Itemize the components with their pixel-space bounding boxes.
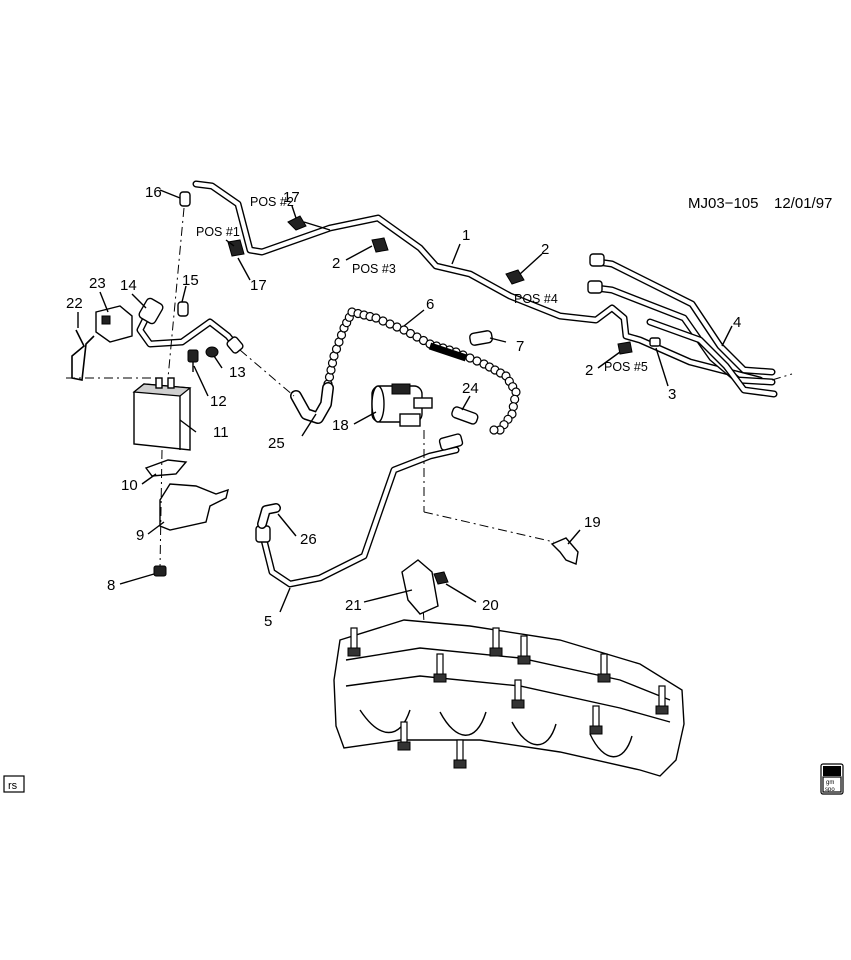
callout-24: 24 [462, 380, 479, 397]
callout-3: 3 [668, 386, 676, 403]
check-valve [187, 349, 199, 372]
purge-hose [136, 297, 244, 354]
gm-spo-logo: gm spo [820, 763, 844, 795]
callout-8: 8 [107, 577, 115, 594]
callout-18: 18 [332, 417, 349, 434]
vapor-pipe-assembly [192, 180, 764, 384]
callout-2: 2 [585, 362, 593, 379]
clip [227, 239, 245, 257]
diagram-date: 12/01/97 [774, 195, 832, 212]
callout-4: 4 [733, 314, 741, 331]
svg-text:spo: spo [825, 787, 835, 793]
control-module [95, 305, 133, 343]
callout-5: 5 [264, 613, 272, 630]
callout-11: 11 [213, 424, 229, 441]
callout-26: 26 [300, 531, 317, 548]
seal [205, 346, 219, 358]
bolt [153, 449, 167, 577]
callout-17: 17 [283, 189, 300, 206]
nut [433, 571, 449, 585]
position-labels: POS #1 POS #2 POS #3 POS #4 POS #5 [196, 195, 648, 374]
vacuum-hose [255, 433, 464, 588]
vacuum-tee [469, 330, 493, 346]
pos-label-5: POS #5 [604, 360, 648, 374]
solenoid-bracket [401, 559, 439, 615]
clip [287, 215, 307, 231]
pos-label-1: POS #1 [196, 225, 240, 239]
clip [177, 301, 189, 317]
callout-2: 2 [541, 241, 549, 258]
fuel-pipe-bundle [587, 253, 793, 398]
callout-15: 15 [182, 272, 199, 289]
callout-13: 13 [229, 364, 246, 381]
pipe-end-fitting [589, 253, 605, 267]
clip [617, 341, 633, 355]
callout-14: 14 [120, 277, 137, 294]
callout-10: 10 [121, 477, 138, 494]
canister-bracket [144, 459, 188, 477]
pos-label-4: POS #4 [514, 292, 558, 306]
callout-16: 16 [145, 184, 162, 201]
callout-25: 25 [268, 435, 285, 452]
pipe-fitting [649, 337, 661, 347]
clip [505, 269, 525, 285]
callout-17: 17 [250, 277, 267, 294]
callout-7: 7 [516, 338, 524, 355]
hose-clamp [550, 537, 579, 565]
corner-label-box: rs [3, 775, 25, 793]
canister-mount-bracket [159, 483, 229, 531]
callout-19: 19 [584, 514, 601, 531]
evap-canister [132, 377, 192, 451]
svg-text:gm: gm [826, 780, 834, 786]
callout-6: 6 [426, 296, 434, 313]
engine-studs [347, 627, 669, 769]
pipe-end-fitting [587, 280, 603, 294]
callout-23: 23 [89, 275, 106, 292]
callout-9: 9 [136, 527, 144, 544]
hose-elbow-small [257, 503, 281, 529]
callout-20: 20 [482, 597, 499, 614]
diagram-code: MJ03−105 [688, 195, 758, 212]
clip [371, 237, 389, 253]
purge-solenoid [371, 383, 433, 427]
callout-21: 21 [345, 597, 362, 614]
engine-cylinder-head [333, 619, 685, 777]
callout-numbers: 1 2 2 2 3 4 5 6 7 8 9 10 11 12 13 14 15 … [66, 184, 741, 630]
clip [179, 191, 191, 207]
callout-12: 12 [210, 393, 227, 410]
callout-1: 1 [462, 227, 470, 244]
corner-label: rs [8, 780, 18, 792]
pos-label-3: POS #3 [352, 262, 396, 276]
pos-label-2: POS #2 [250, 195, 294, 209]
callout-22: 22 [66, 295, 83, 312]
wiring-harness [71, 329, 95, 381]
hose-connector [451, 406, 479, 425]
hose-elbow [290, 382, 334, 424]
corrugated-hose [323, 307, 521, 435]
leader-lines [77, 189, 733, 613]
callout-2: 2 [332, 255, 340, 272]
